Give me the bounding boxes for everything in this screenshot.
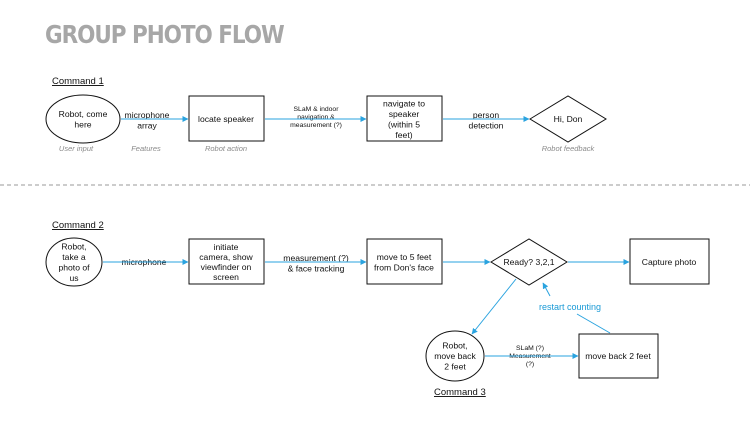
command-2-label: Command 2 <box>52 220 104 231</box>
c2-move-box <box>366 238 443 285</box>
page-title: GROUP PHOTO FLOW <box>45 20 285 49</box>
c2-to-c3-arrow <box>471 278 517 335</box>
c2-ready-text: Ready? 3,2,1 <box>503 257 554 267</box>
restart-line <box>576 313 611 334</box>
c1-navigate-box <box>366 95 443 142</box>
caption-user-input: User input <box>59 144 94 153</box>
c2-camera-box <box>188 238 265 285</box>
c1-feedback-text: Hi, Don <box>554 114 583 124</box>
command-3-label: Command 3 <box>434 387 486 398</box>
c2-edge2-label: measurement (?)& face tracking <box>283 253 349 274</box>
c2-user-input-node <box>45 237 103 287</box>
caption-robot-action: Robot action <box>205 144 247 153</box>
c2-capture-box <box>629 238 710 285</box>
c1-locate-speaker-text: locate speaker <box>198 114 254 124</box>
restart-arrow <box>542 282 551 297</box>
c1-user-input-node <box>45 94 121 144</box>
c3-move-back-box <box>578 333 659 379</box>
c2-ready-diamond <box>490 238 568 286</box>
caption-features: Features <box>131 144 161 153</box>
c1-locate-speaker-box <box>188 95 265 142</box>
c1-feedback-diamond <box>529 95 607 143</box>
caption-robot-feedback: Robot feedback <box>542 144 596 153</box>
command-1-label: Command 1 <box>52 76 104 87</box>
restart-counting-label: restart counting <box>539 302 601 312</box>
c3-move-back-text: move back 2 feet <box>585 351 651 361</box>
c2-capture-text: Capture photo <box>642 257 697 267</box>
c3-user-input-node <box>425 330 485 382</box>
